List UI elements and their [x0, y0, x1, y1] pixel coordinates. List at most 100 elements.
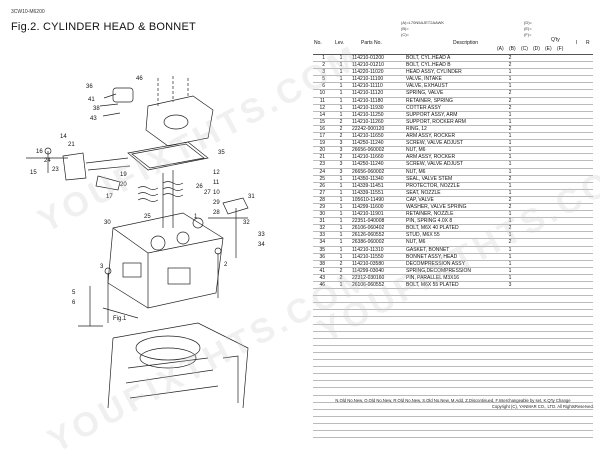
row-lev: 1	[339, 189, 343, 196]
row-qty: 2	[508, 225, 512, 232]
callout-26: 26	[196, 184, 203, 190]
row-description	[404, 388, 500, 394]
row-no	[313, 360, 325, 366]
callout-28: 28	[213, 210, 220, 216]
row-part-no	[349, 353, 404, 359]
row-no: 26	[319, 182, 325, 189]
row-no: 20	[319, 147, 325, 154]
row-lev	[325, 410, 349, 416]
row-no: 21	[319, 154, 325, 161]
row-description: VALVE, INTAKE	[406, 76, 442, 83]
row-qty: 1	[508, 189, 512, 196]
row-description: ARM ASSY, ROCKER	[406, 133, 456, 140]
row-lev: 1	[339, 239, 343, 246]
row-part-no: 26386-060002	[352, 239, 385, 246]
row-qty: 2	[508, 203, 512, 210]
row-lev: 1	[339, 218, 343, 225]
row-no	[313, 367, 325, 373]
table-row	[313, 374, 593, 382]
row-description: BOLT, M6X 40 PLATED	[406, 225, 459, 232]
row-lev: 1	[339, 196, 343, 203]
row-no: 28	[319, 196, 325, 203]
row-qty: 1	[508, 83, 512, 90]
row-lev: 1	[339, 83, 343, 90]
callout-23: 23	[52, 167, 59, 173]
row-qty	[500, 303, 516, 309]
row-description	[404, 289, 500, 295]
row-part-no: 114210-11550	[352, 253, 384, 260]
row-no: 38	[319, 260, 325, 267]
parts-table: No. Lev. Parts No. Description Q'ty I R …	[313, 37, 593, 439]
row-part-no	[349, 360, 404, 366]
row-description	[404, 374, 500, 380]
row-qty: 2	[508, 104, 512, 111]
row-lev: 2	[339, 260, 343, 267]
row-no	[313, 296, 325, 302]
row-description: NUT, M6	[406, 239, 426, 246]
col-r: R	[586, 40, 590, 46]
row-no: 1	[322, 55, 325, 61]
row-no	[313, 346, 325, 352]
row-no	[313, 303, 325, 309]
table-row	[313, 360, 593, 368]
row-part-no	[349, 310, 404, 316]
row-description: BOLT, CYL.HEAD B	[406, 62, 451, 69]
row-part-no	[349, 431, 404, 437]
row-lev: 2	[339, 133, 343, 140]
row-description	[404, 431, 500, 437]
row-no: 14	[319, 111, 325, 118]
row-qty	[500, 346, 516, 352]
row-part-no	[349, 317, 404, 323]
row-description	[404, 317, 500, 323]
row-part-no: 114210-11250	[352, 111, 384, 118]
row-description: RING, 12	[406, 125, 427, 132]
table-row	[313, 310, 593, 318]
row-no	[313, 289, 325, 295]
row-lev	[325, 346, 349, 352]
row-no	[313, 381, 325, 387]
row-qty: 2	[508, 125, 512, 132]
row-description: NUT, M6	[406, 168, 426, 175]
row-no: 11	[319, 97, 325, 104]
row-qty	[500, 381, 516, 387]
row-no	[313, 417, 325, 423]
row-lev: 1	[339, 246, 343, 253]
row-lev	[325, 317, 349, 323]
row-no	[313, 388, 325, 394]
table-row	[313, 303, 593, 311]
callout-6: 6	[72, 300, 76, 306]
table-row	[313, 353, 593, 361]
row-description: RETAINER, SPRING	[406, 97, 453, 104]
row-qty	[500, 353, 516, 359]
row-description: SEAL, VALVE STEM	[406, 175, 453, 182]
row-part-no	[349, 289, 404, 295]
row-description: GASKET, BONNET	[406, 246, 450, 253]
table-row	[313, 367, 593, 375]
row-description: RETAINER, NOZZLE	[406, 211, 454, 218]
table-header: No. Lev. Parts No. Description Q'ty I R …	[313, 37, 593, 55]
row-qty: 2	[508, 97, 512, 104]
row-description: VALVE, EXHAUST	[406, 83, 448, 90]
footer: N.Old No.New, O.Old No.New, R.Old No.New…	[312, 398, 594, 410]
row-description: SUPPORT ASSY, ARM	[406, 111, 458, 118]
row-description	[404, 410, 500, 416]
model-labels-left: (A)=L70N5AJET2AAWK (B)= (C)=	[401, 20, 445, 37]
row-part-no	[349, 424, 404, 430]
row-no: 3	[322, 69, 325, 76]
row-qty	[500, 431, 516, 437]
row-description: SCREW, VALVE ADJUST	[406, 161, 464, 168]
row-lev	[325, 374, 349, 380]
row-lev: 2	[339, 274, 343, 281]
